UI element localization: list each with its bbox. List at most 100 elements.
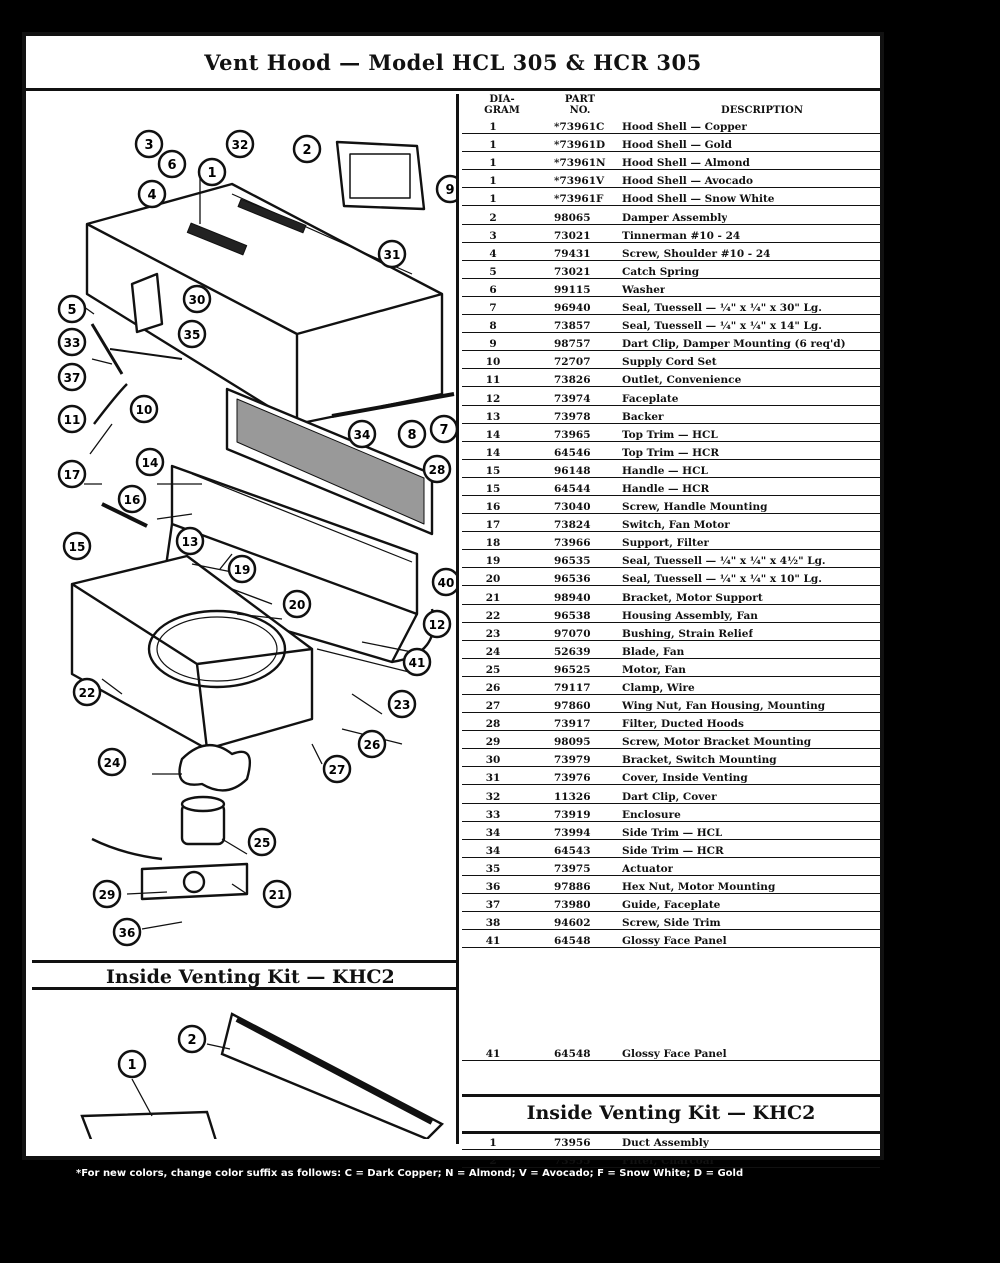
svg-text:31: 31: [384, 248, 401, 262]
row-description: Cover, Inside Venting: [622, 772, 748, 785]
row-description: Tinnerman #10 - 24: [622, 229, 741, 242]
svg-text:20: 20: [289, 598, 306, 612]
motor-bracket: [140, 862, 249, 901]
fan-housing: [70, 554, 314, 751]
header-diagram: DIA- GRAM: [484, 94, 520, 116]
row-diagram: 15: [485, 482, 501, 495]
svg-text:34: 34: [354, 428, 371, 442]
callout-26: 26: [357, 729, 387, 759]
svg-text:27: 27: [329, 763, 346, 777]
row-part: 98940: [554, 591, 591, 604]
row-diagram: 14: [485, 428, 501, 441]
svg-text:41: 41: [409, 656, 426, 670]
row-part: *73961D: [554, 139, 606, 152]
side-trim: [331, 392, 455, 418]
row-part: 73978: [554, 410, 591, 423]
row-diagram: 20: [485, 573, 501, 586]
row-description: Bushing, Strain Relief: [622, 627, 753, 640]
row-description: Glossy Face Panel: [622, 1048, 727, 1060]
svg-text:21: 21: [269, 888, 286, 902]
callout-24: 24: [97, 747, 127, 777]
svg-text:19: 19: [234, 563, 251, 577]
row-part: *73961V: [554, 175, 605, 188]
callout-16: 16: [117, 484, 147, 514]
callout-15: 15: [62, 531, 92, 561]
callout-12: 12: [422, 609, 452, 639]
row-part: 73021: [554, 265, 591, 278]
row-part: 96940: [554, 302, 591, 315]
svg-text:7: 7: [439, 423, 448, 438]
row-diagram: 16: [485, 501, 501, 514]
exploded-view-panel: 3 6 4 1 32 2 9 31 5 30 33 35 37 10 11 34…: [32, 94, 459, 1144]
svg-text:10: 10: [136, 403, 153, 417]
row-diagram: 25: [485, 663, 501, 676]
kit-diagram: 1 2: [80, 1012, 445, 1139]
callout-33: 33: [57, 327, 87, 357]
svg-text:11: 11: [64, 413, 81, 427]
row-description: Hood Shell — Copper: [622, 121, 747, 134]
callout-30: 30: [182, 284, 212, 314]
row-description: Glossy Face Panel: [622, 935, 727, 948]
row-description: Hex Nut, Motor Mounting: [622, 881, 776, 894]
row-diagram: 31: [485, 772, 501, 785]
row-part: 73976: [554, 772, 591, 785]
row-part: 73826: [554, 374, 591, 387]
row-description: Housing Assembly, Fan: [622, 609, 758, 622]
table-header: DIA- GRAM PART NO. DESCRIPTION: [462, 94, 880, 116]
kit-title-right: Inside Venting Kit — KHC2: [462, 1094, 880, 1134]
callout-40: 40: [431, 567, 456, 597]
row-part: *73961F: [554, 193, 604, 206]
row-diagram: 26: [485, 682, 501, 694]
row-diagram: 3: [489, 229, 497, 242]
callout-36: 36: [112, 917, 142, 947]
svg-text:36: 36: [119, 926, 136, 940]
svg-text:1: 1: [127, 1058, 136, 1073]
svg-text:28: 28: [429, 463, 446, 477]
row-description: Side Trim — HCL: [622, 826, 723, 839]
callout-9: 9: [435, 174, 456, 204]
row-description: Faceplate: [622, 392, 679, 405]
svg-text:29: 29: [99, 888, 116, 902]
callout-22: 22: [72, 677, 102, 707]
svg-text:4: 4: [147, 188, 156, 203]
row-part: 96538: [554, 609, 591, 622]
svg-text:6: 6: [167, 158, 176, 173]
svg-text:17: 17: [64, 468, 81, 482]
row-part: 96536: [554, 573, 591, 586]
row-diagram: 17: [485, 519, 501, 532]
row-description: Filter, Charcoal: [622, 1155, 714, 1168]
svg-text:9: 9: [445, 183, 454, 198]
callout-3: 3: [134, 129, 164, 159]
row-part: 99115: [554, 283, 591, 296]
row-part: 73919: [554, 808, 591, 821]
svg-text:14: 14: [142, 456, 159, 470]
svg-text:32: 32: [232, 138, 249, 152]
row-part: 73824: [554, 519, 591, 532]
row-description: Support, Filter: [622, 537, 710, 550]
row-diagram: 41: [485, 935, 501, 948]
row-diagram: 1: [489, 1137, 497, 1150]
callout-7: 7: [429, 414, 456, 444]
row-description: Handle — HCL: [622, 464, 708, 477]
row-part: 73040: [554, 501, 591, 514]
row-description: Handle — HCR: [622, 482, 710, 495]
row-description: Damper Assembly: [622, 211, 728, 224]
row-description: Motor, Fan: [622, 663, 686, 676]
row-part: 96525: [554, 663, 591, 676]
row-description: Catch Spring: [622, 265, 700, 278]
row-part: 73857: [554, 320, 591, 333]
row-diagram: 4: [489, 247, 497, 260]
